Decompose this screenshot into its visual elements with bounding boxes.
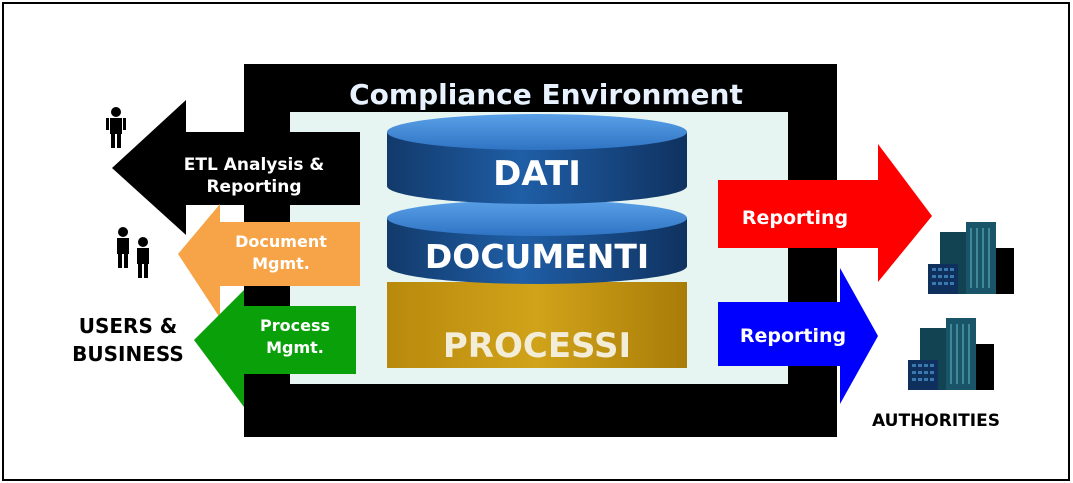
document-arrow-label-line1: Document xyxy=(235,232,327,251)
document-arrow-label-line2: Mgmt. xyxy=(252,254,310,273)
authority-building-icon-top xyxy=(928,222,1014,294)
dati-cylinder-body xyxy=(387,132,687,204)
documenti-cylinder-top xyxy=(387,200,687,236)
authorities-caption: AUTHORITIES xyxy=(872,411,1000,431)
etl-arrow-label-line1: ETL Analysis & xyxy=(184,155,325,175)
authority-building-icon-bottom xyxy=(908,318,994,390)
document-mgmt-arrow xyxy=(178,204,360,318)
dati-cylinder-top xyxy=(387,114,687,150)
reporting-blue-arrow xyxy=(718,268,878,404)
reporting-red-label: Reporting xyxy=(742,207,848,229)
reporting-blue-label: Reporting xyxy=(740,325,846,347)
process-arrow-label-line2: Mgmt. xyxy=(266,338,324,357)
single-person-icon xyxy=(106,107,126,148)
users-business-caption-line1: USERS & xyxy=(79,314,178,338)
documenti-cylinder-body xyxy=(387,218,687,284)
etl-arrow-label-line2: Reporting xyxy=(206,177,301,197)
process-mgmt-arrow xyxy=(194,290,356,407)
documenti-label: DOCUMENTI xyxy=(425,237,649,276)
etl-analysis-arrow xyxy=(112,100,360,235)
group-people-icon xyxy=(117,227,149,278)
dati-label: DATI xyxy=(493,154,581,194)
processi-label: PROCESSI xyxy=(443,326,631,366)
processi-box xyxy=(387,282,687,368)
process-arrow-label-line1: Process xyxy=(260,316,330,335)
reporting-red-arrow xyxy=(718,144,932,282)
compliance-title: Compliance Environment xyxy=(349,78,743,111)
users-business-caption-line2: BUSINESS xyxy=(72,342,184,366)
